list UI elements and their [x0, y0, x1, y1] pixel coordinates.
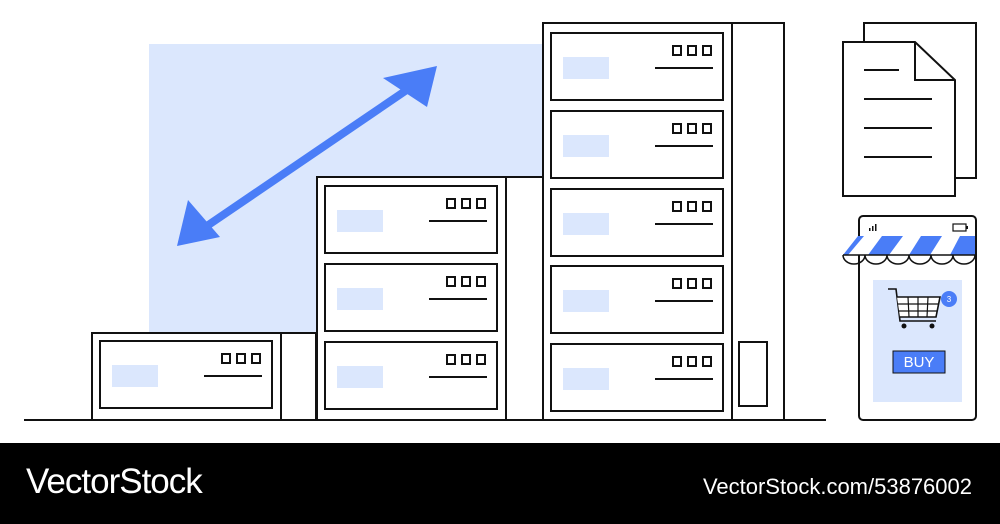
- double-arrow-icon: [177, 66, 437, 246]
- server-unit: [324, 185, 498, 254]
- server-rack-medium: [316, 176, 544, 421]
- signal-icon: [869, 224, 877, 231]
- server-unit: [99, 340, 273, 409]
- server-unit: [324, 341, 498, 410]
- buy-button[interactable]: BUY: [892, 350, 946, 374]
- buy-button-label: BUY: [904, 354, 935, 371]
- image-id-label: VectorStock.com/53876002: [702, 474, 972, 499]
- server-unit: [324, 263, 498, 332]
- shopping-cart-icon: [888, 288, 941, 329]
- cart-badge-count: 3: [947, 295, 952, 304]
- server-unit: [550, 188, 724, 257]
- illustration: 3 BUY: [24, 22, 977, 421]
- document-icon: [842, 22, 977, 197]
- store-awning-icon: [842, 236, 976, 265]
- phone-shop: 3 BUY: [842, 215, 977, 421]
- server-rack-small: [91, 332, 317, 421]
- server-unit: [550, 265, 724, 334]
- server-unit: [550, 110, 724, 179]
- server-unit: [550, 343, 724, 412]
- cart-badge: [941, 291, 957, 307]
- server-unit: [550, 32, 724, 101]
- footer-bar: [0, 443, 1000, 524]
- battery-icon: [952, 223, 968, 232]
- server-rack-tall: [542, 22, 785, 421]
- brand-logo: VectorStock: [26, 462, 203, 501]
- rack-door-handle: [738, 341, 768, 407]
